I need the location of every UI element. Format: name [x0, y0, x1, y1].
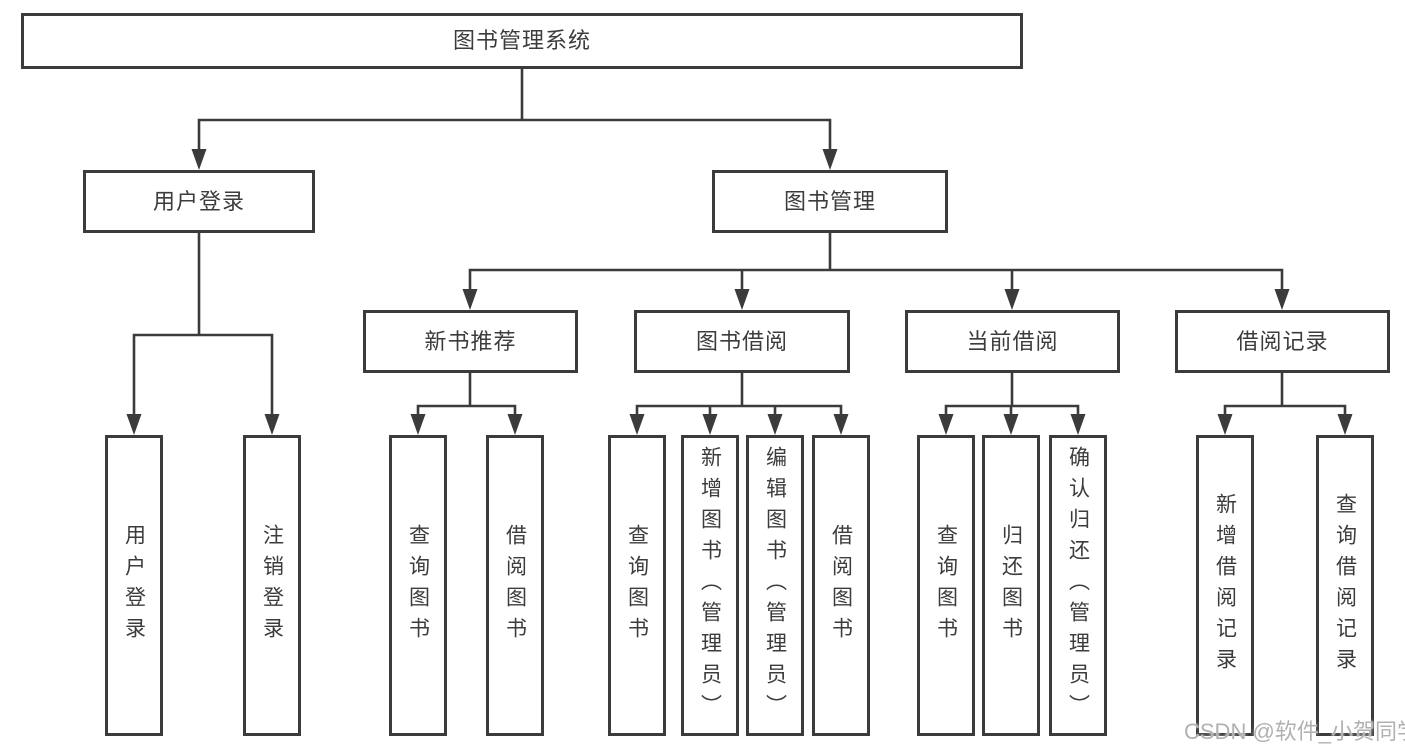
- leaf-confirm-return-admin: 确认归还（管理员）: [1049, 435, 1107, 736]
- leaf-borrow-books-recommend: 借阅图书: [486, 435, 544, 736]
- leaf-query-books-borrow: 查询图书: [608, 435, 666, 736]
- watermark: CSDN @软件_小贺同学: [1184, 719, 1405, 744]
- leaf-query-borrow-record: 查询借阅记录: [1316, 435, 1374, 736]
- leaf-add-borrow-record: 新增借阅记录: [1196, 435, 1254, 736]
- leaf-label: 借阅图书: [503, 523, 527, 648]
- node-borrow-records: 借阅记录: [1175, 310, 1390, 373]
- leaf-label: 注销登录: [260, 523, 284, 648]
- node-current-borrow: 当前借阅: [905, 310, 1120, 373]
- node-label: 图书借阅: [695, 328, 788, 354]
- leaf-query-books-recommend: 查询图书: [389, 435, 447, 736]
- node-book-management-branch: 图书管理: [712, 170, 948, 233]
- node-label: 图书管理系统: [452, 28, 591, 53]
- node-new-book-recommend: 新书推荐: [363, 310, 578, 373]
- leaf-label: 归还图书: [999, 523, 1023, 648]
- node-label: 图书管理: [783, 188, 876, 214]
- leaf-label: 确认归还（管理员）: [1066, 446, 1090, 725]
- arrowheads: [126, 149, 1353, 435]
- node-label: 用户登录: [152, 188, 245, 214]
- leaf-label: 查询图书: [934, 523, 958, 648]
- node-book-borrow: 图书借阅: [634, 310, 850, 373]
- leaf-label: 查询图书: [625, 523, 649, 648]
- leaf-label: 新增借阅记录: [1213, 492, 1237, 679]
- node-library-management-system: 图书管理系统: [21, 13, 1023, 69]
- leaf-user-login: 用户登录: [105, 435, 163, 736]
- leaf-label: 用户登录: [122, 523, 146, 648]
- leaf-label: 借阅图书: [829, 523, 853, 648]
- node-user-login-branch: 用户登录: [83, 170, 315, 233]
- leaf-query-books-current: 查询图书: [917, 435, 975, 736]
- leaf-borrow-books: 借阅图书: [812, 435, 870, 736]
- leaf-label: 编辑图书（管理员）: [763, 446, 787, 725]
- leaf-label: 查询借阅记录: [1333, 492, 1357, 679]
- leaf-add-book-admin: 新增图书（管理员）: [681, 435, 739, 736]
- node-label: 当前借阅: [966, 328, 1059, 354]
- leaf-return-book: 归还图书: [982, 435, 1040, 736]
- node-label: 借阅记录: [1236, 328, 1329, 354]
- leaf-label: 新增图书（管理员）: [698, 446, 722, 725]
- leaf-edit-book-admin: 编辑图书（管理员）: [746, 435, 804, 736]
- node-label: 新书推荐: [424, 328, 517, 354]
- leaf-label: 查询图书: [406, 523, 430, 648]
- leaf-logout: 注销登录: [243, 435, 301, 736]
